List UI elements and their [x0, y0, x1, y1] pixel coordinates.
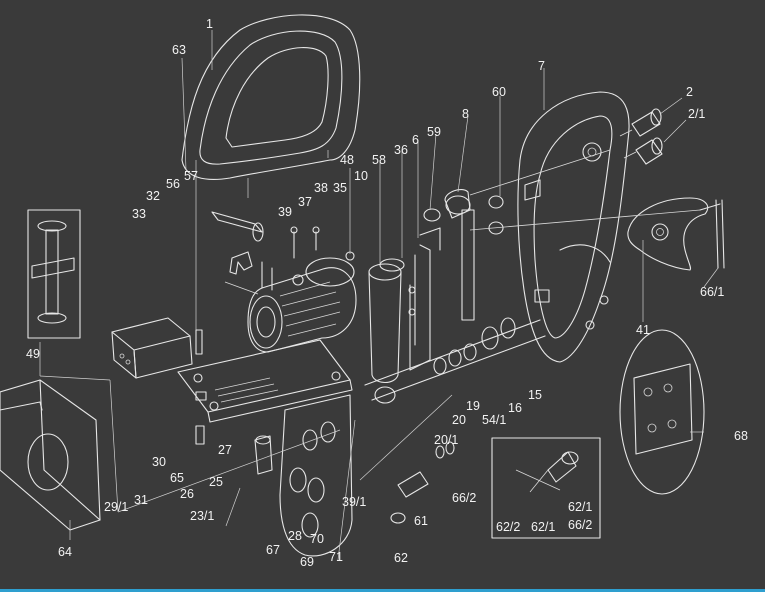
part-label-41: 41 [636, 323, 650, 337]
part-label-64: 64 [58, 545, 72, 559]
armrest [627, 197, 709, 271]
part-label-62-1-upper: 62/1 [568, 500, 592, 514]
part-label-19: 19 [466, 399, 480, 413]
part-label-70: 70 [310, 532, 324, 546]
part-label-20: 20 [452, 413, 466, 427]
part-label-54-1: 54/1 [482, 413, 506, 427]
motor-unit [247, 226, 357, 353]
inset-49 [27, 209, 81, 339]
backrest-shell [517, 91, 630, 363]
part-label-16: 16 [508, 401, 522, 415]
part-label-29-1: 29/1 [104, 500, 128, 514]
part-label-15: 15 [528, 388, 542, 402]
part-label-59: 59 [427, 125, 441, 139]
small-parts [390, 441, 455, 524]
part-label-38: 38 [314, 181, 328, 195]
upper-shaft-assembly [423, 149, 701, 321]
part-label-20-1: 20/1 [434, 433, 458, 447]
part-label-7: 7 [538, 59, 545, 73]
part-label-33: 33 [132, 207, 146, 221]
part-label-8: 8 [462, 107, 469, 121]
part-label-56: 56 [166, 177, 180, 191]
part-label-71: 71 [329, 550, 343, 564]
part-label-62-1-inset: 62/1 [531, 520, 555, 534]
part-label-10: 10 [354, 169, 368, 183]
part-label-26: 26 [180, 487, 194, 501]
rod [699, 199, 725, 269]
part-label-2: 2 [686, 85, 693, 99]
part-label-66-2-inset: 66/2 [568, 518, 592, 532]
part-label-58: 58 [372, 153, 386, 167]
part-label-39-1: 39/1 [342, 495, 366, 509]
part-label-63: 63 [172, 43, 186, 57]
part-label-27: 27 [218, 443, 232, 457]
part-label-2-1: 2/1 [688, 107, 705, 121]
part-label-62: 62 [394, 551, 408, 565]
part-label-69: 69 [300, 555, 314, 569]
control-box [111, 317, 203, 379]
part-label-39: 39 [278, 205, 292, 219]
inset-62 [491, 437, 601, 539]
part-label-31: 31 [134, 493, 148, 507]
part-label-65: 65 [170, 471, 184, 485]
part-label-66-2: 66/2 [452, 491, 476, 505]
part-label-68: 68 [734, 429, 748, 443]
foot-block [0, 379, 101, 531]
leader-lines [39, 30, 719, 561]
part-label-25: 25 [209, 475, 223, 489]
lower-shaft-rings [364, 289, 550, 404]
part-label-30: 30 [152, 455, 166, 469]
part-label-62-2-inset: 62/2 [496, 520, 520, 534]
part-label-28: 28 [288, 529, 302, 543]
base-frame [177, 339, 353, 557]
part-label-48: 48 [340, 153, 354, 167]
column-tube [368, 227, 441, 384]
part-label-35: 35 [333, 181, 347, 195]
seat-cushion [181, 14, 361, 198]
part-label-37: 37 [298, 195, 312, 209]
part-number-labels: 1 63 56 57 32 33 39 37 38 35 48 10 58 36… [26, 17, 748, 569]
bracket-parts [195, 160, 264, 330]
part-label-67: 67 [266, 543, 280, 557]
part-label-1: 1 [206, 17, 213, 31]
part-label-66-1: 66/1 [700, 285, 724, 299]
bottom-accent-band [0, 589, 765, 592]
part-label-36: 36 [394, 143, 408, 157]
part-label-23-1: 23/1 [190, 509, 214, 523]
part-label-49: 49 [26, 347, 40, 361]
adjustment-knobs [619, 108, 663, 165]
part-label-6: 6 [412, 133, 419, 147]
part-label-57: 57 [184, 169, 198, 183]
part-label-61: 61 [414, 514, 428, 528]
part-label-32: 32 [146, 189, 160, 203]
inset-68 [619, 329, 705, 495]
part-label-60: 60 [492, 85, 506, 99]
